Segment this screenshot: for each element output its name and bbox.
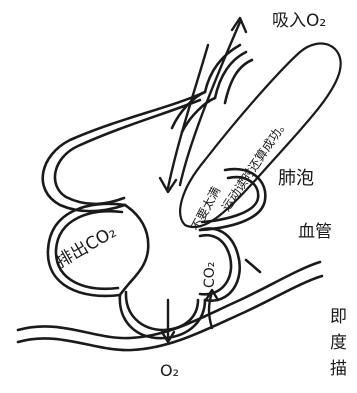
o2-down-arrow — [162, 300, 174, 342]
co2-label: CO₂ — [202, 262, 218, 288]
alveolus-label: 肺泡 — [278, 168, 314, 189]
o2-label: O₂ — [160, 361, 179, 380]
svg-text:即度描: 即度描 — [330, 307, 347, 379]
co2-up-arrow — [206, 290, 218, 328]
alveolus-outline — [43, 92, 266, 338]
signature: 即度描 — [330, 307, 347, 379]
signature-char: 度 — [330, 333, 347, 353]
signature-char: 描 — [330, 359, 347, 379]
signature-char: 即 — [330, 307, 347, 327]
balloon-note-line-1: 不要太满 — [187, 184, 223, 233]
blood-vessel-label: 血管 — [298, 222, 332, 242]
inhale-o2-label: 吸入O₂ — [272, 11, 326, 31]
